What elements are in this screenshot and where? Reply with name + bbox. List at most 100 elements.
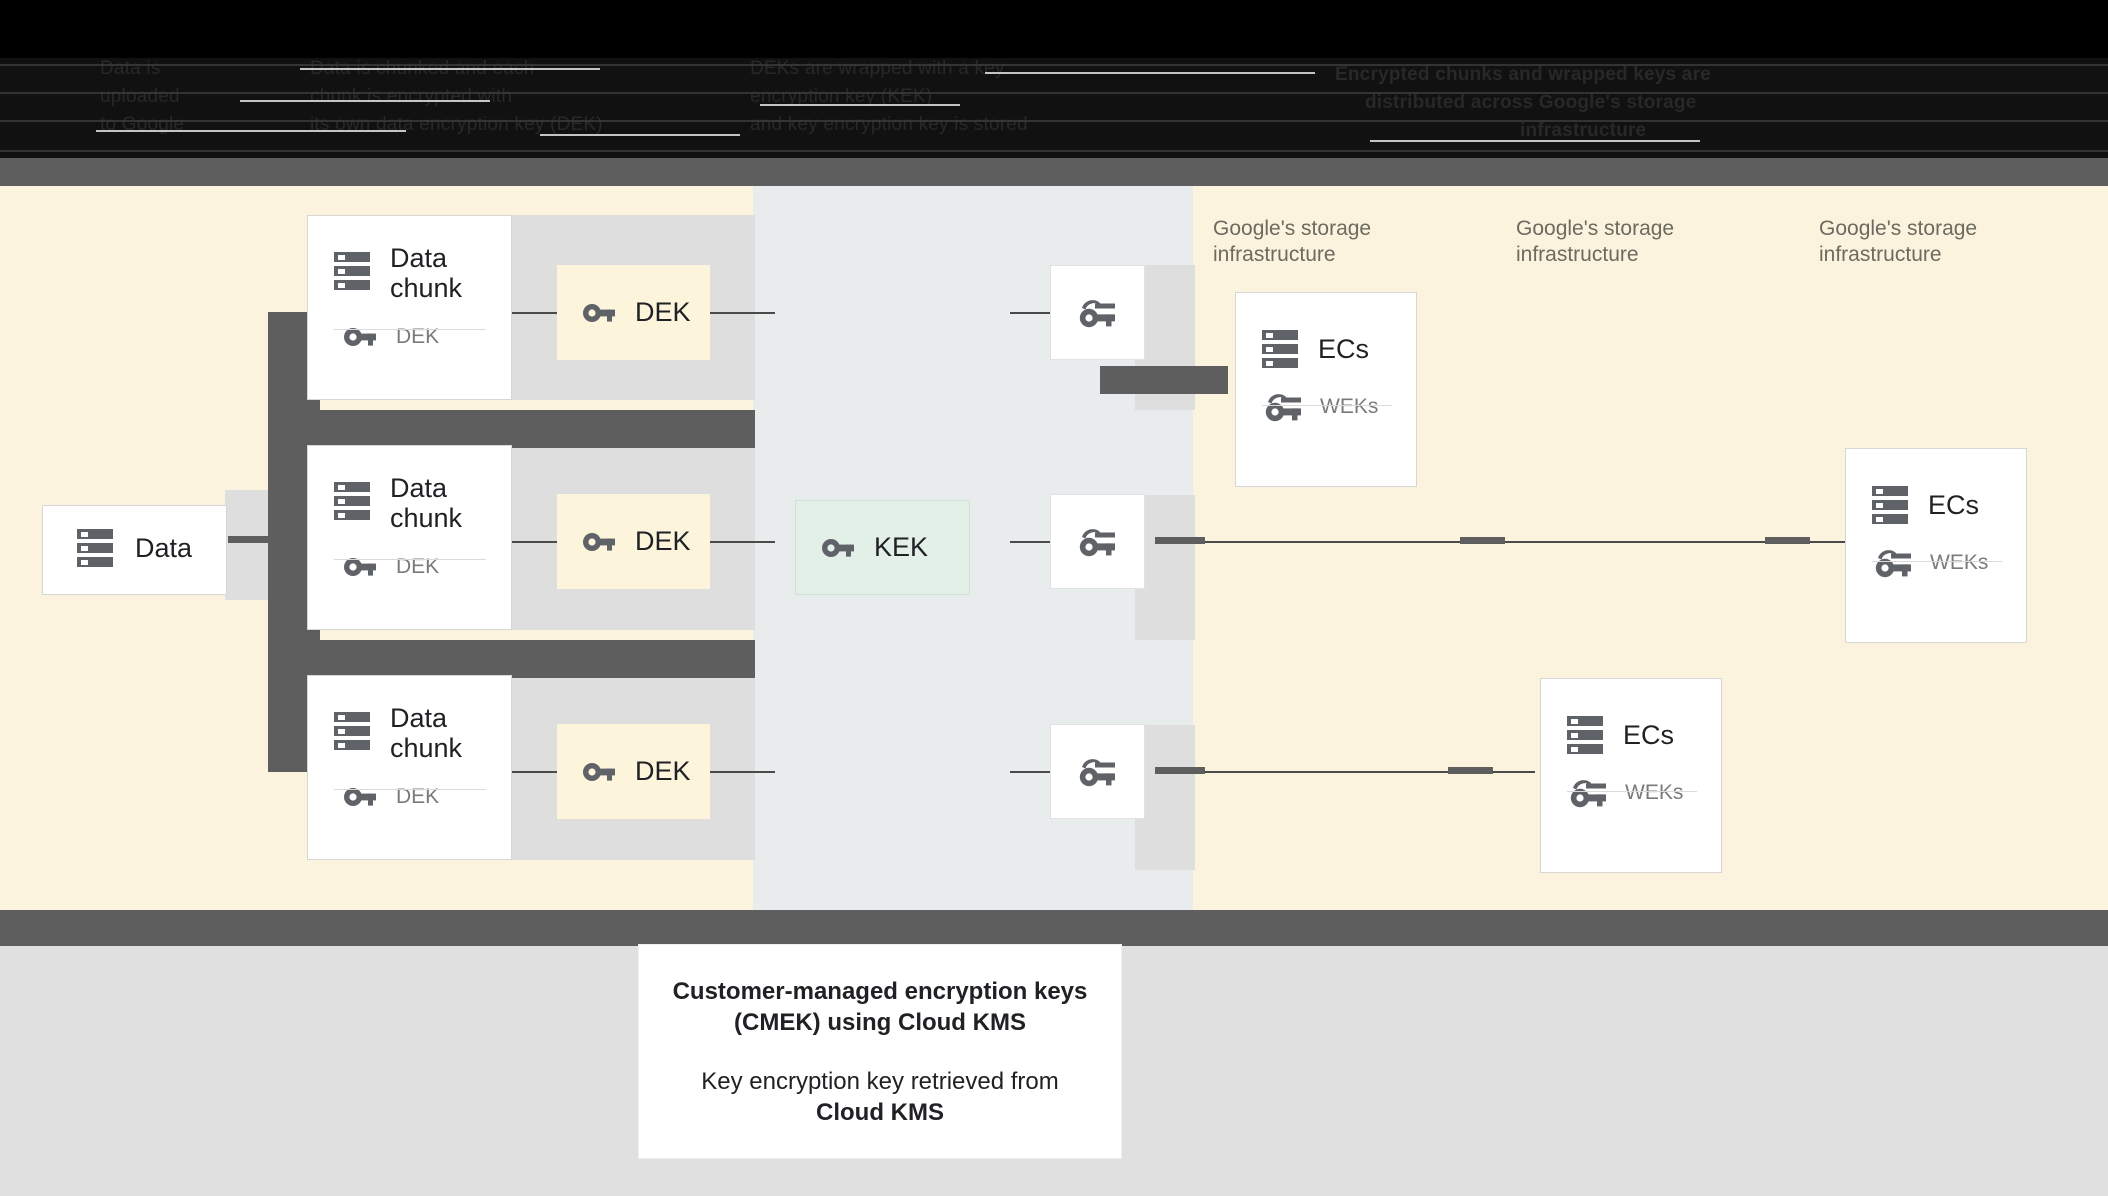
occlusion-bar-h1 — [268, 410, 755, 448]
connector-chunk2-to-dek2 — [510, 541, 575, 543]
footer-caption-line2-strong: Cloud KMS — [816, 1098, 944, 1126]
card-ecs-2-sub: WEKs — [1930, 551, 1989, 574]
wrapped-key-icon — [1079, 758, 1115, 786]
wrapped-key-icon — [1265, 394, 1301, 422]
header-black-strip — [0, 0, 2108, 58]
connector-chunk1-to-dek1 — [510, 312, 575, 314]
box-dek-1[interactable]: DEK — [557, 265, 710, 360]
header-fragment-10: distributed across Google's storage — [1365, 92, 1697, 113]
box-dek-2[interactable]: DEK — [557, 494, 710, 589]
key-icon — [583, 532, 615, 551]
header-fragment-7: encryption key (KEK) — [750, 86, 933, 107]
key-icon — [344, 328, 376, 346]
card-ecs-2[interactable]: ECs WEKs — [1845, 448, 2027, 643]
infra-label-2: Google's storage infrastructure — [1516, 217, 1675, 266]
occlusion-seg-f — [228, 536, 288, 543]
box-kek-label: KEK — [874, 532, 929, 562]
occlusion-seg-b — [1460, 537, 1505, 544]
occlusion-seg-e — [1448, 767, 1493, 774]
wrapped-key-icon — [1079, 299, 1115, 327]
box-dek-2-label: DEK — [635, 526, 691, 556]
card-data-chunk-2[interactable]: Data chunk DEK — [307, 445, 512, 630]
header-fragment-2: to Google — [100, 114, 185, 135]
card-divider — [1567, 791, 1697, 792]
connector-dek2-out — [710, 541, 775, 543]
card-ecs-1-sub: WEKs — [1320, 395, 1379, 418]
card-data-source-title: Data — [135, 533, 193, 563]
footer-caption-line1: Customer-managed encryption keys (CMEK) … — [672, 977, 1088, 1036]
storage-icon — [77, 529, 113, 567]
occlusion-seg-a — [1155, 537, 1205, 544]
connector-kek-to-wrapkey-2 — [1010, 541, 1070, 543]
card-ecs-3-sub: WEKs — [1625, 781, 1684, 804]
wrapped-key-icon — [1079, 528, 1115, 556]
header-fragment-6: DEKs are wrapped with a key — [750, 58, 1005, 79]
header-fragment-11: infrastructure — [1520, 120, 1647, 141]
connector-to-wrapkey-3 — [1010, 771, 1070, 773]
card-divider — [334, 559, 486, 560]
header-fragment-4: chunk is encrypted with — [310, 86, 513, 107]
occlusion-bar-h2 — [268, 640, 755, 678]
card-wrapped-key-2[interactable] — [1050, 494, 1145, 589]
key-icon — [583, 762, 615, 781]
card-divider — [1872, 561, 2002, 562]
occlusion-bar-arrow1 — [1100, 366, 1228, 394]
storage-icon — [1262, 330, 1298, 368]
header-fragment-0: Data is — [100, 58, 161, 79]
card-divider — [334, 329, 486, 330]
storage-icon — [334, 252, 370, 290]
box-dek-3[interactable]: DEK — [557, 724, 710, 819]
arrow-wrapkey3-to-ecs3-line — [1155, 771, 1535, 773]
header-fragment-5: its own data encryption key (DEK) — [310, 114, 603, 135]
box-dek-1-label: DEK — [635, 297, 691, 327]
card-divider — [334, 789, 486, 790]
infra-label-3: Google's storage infrastructure — [1819, 217, 1978, 266]
key-icon — [583, 303, 615, 322]
storage-icon — [1872, 486, 1908, 524]
card-ecs-1-title: ECs — [1318, 334, 1370, 364]
card-ecs-3-title: ECs — [1623, 720, 1675, 750]
card-data-chunk-1-sub: DEK — [396, 325, 440, 348]
connector-chunk3-to-dek3 — [510, 771, 575, 773]
footer-caption-line2-prefix: Key encryption key retrieved from — [701, 1067, 1059, 1095]
key-icon — [344, 788, 376, 806]
card-data-chunk-3-title: Data chunk — [390, 703, 463, 763]
occlusion-seg-d — [1155, 767, 1205, 774]
storage-icon — [334, 482, 370, 520]
key-icon — [344, 558, 376, 576]
card-data-chunk-3-sub: DEK — [396, 785, 440, 808]
key-icon — [822, 538, 854, 557]
diagram-top-band — [0, 158, 2108, 186]
card-wrapped-key-1[interactable] — [1050, 265, 1145, 360]
card-data-source[interactable]: Data — [42, 505, 227, 595]
box-kek[interactable]: KEK — [795, 500, 970, 595]
storage-icon — [1567, 716, 1603, 754]
connector-to-wrapkey-1 — [1010, 312, 1070, 314]
card-ecs-1[interactable]: ECs WEKs — [1235, 292, 1417, 487]
card-data-chunk-1-title: Data chunk — [390, 243, 463, 303]
card-ecs-3[interactable]: ECs WEKs — [1540, 678, 1722, 873]
card-data-chunk-2-sub: DEK — [396, 555, 440, 578]
header-fragment-8: and key encryption key is stored — [750, 114, 1028, 135]
footer-caption-box: Customer-managed encryption keys (CMEK) … — [638, 944, 1122, 1159]
storage-icon — [334, 712, 370, 750]
infra-label-1: Google's storage infrastructure — [1213, 217, 1372, 266]
header-fragment-1: uploaded — [100, 86, 180, 107]
box-dek-3-label: DEK — [635, 756, 691, 786]
header-fragment-9: Encrypted chunks and wrapped keys are — [1335, 64, 1711, 85]
card-data-chunk-1[interactable]: Data chunk DEK — [307, 215, 512, 400]
wrapped-key-icon — [1570, 780, 1606, 808]
occlusion-seg-c — [1765, 537, 1810, 544]
diagram-bottom-band — [0, 910, 2108, 946]
connector-dek1-out — [710, 312, 775, 314]
card-data-chunk-3[interactable]: Data chunk DEK — [307, 675, 512, 860]
header-obscured-text-area: Data is uploaded to Google Data is chunk… — [0, 58, 2108, 158]
card-wrapped-key-3[interactable] — [1050, 724, 1145, 819]
connector-dek3-out — [710, 771, 775, 773]
card-data-chunk-2-title: Data chunk — [390, 473, 463, 533]
card-ecs-2-title: ECs — [1928, 490, 1980, 520]
lane-wrapkey-2 — [1135, 495, 1195, 640]
wrapped-key-icon — [1875, 550, 1911, 578]
